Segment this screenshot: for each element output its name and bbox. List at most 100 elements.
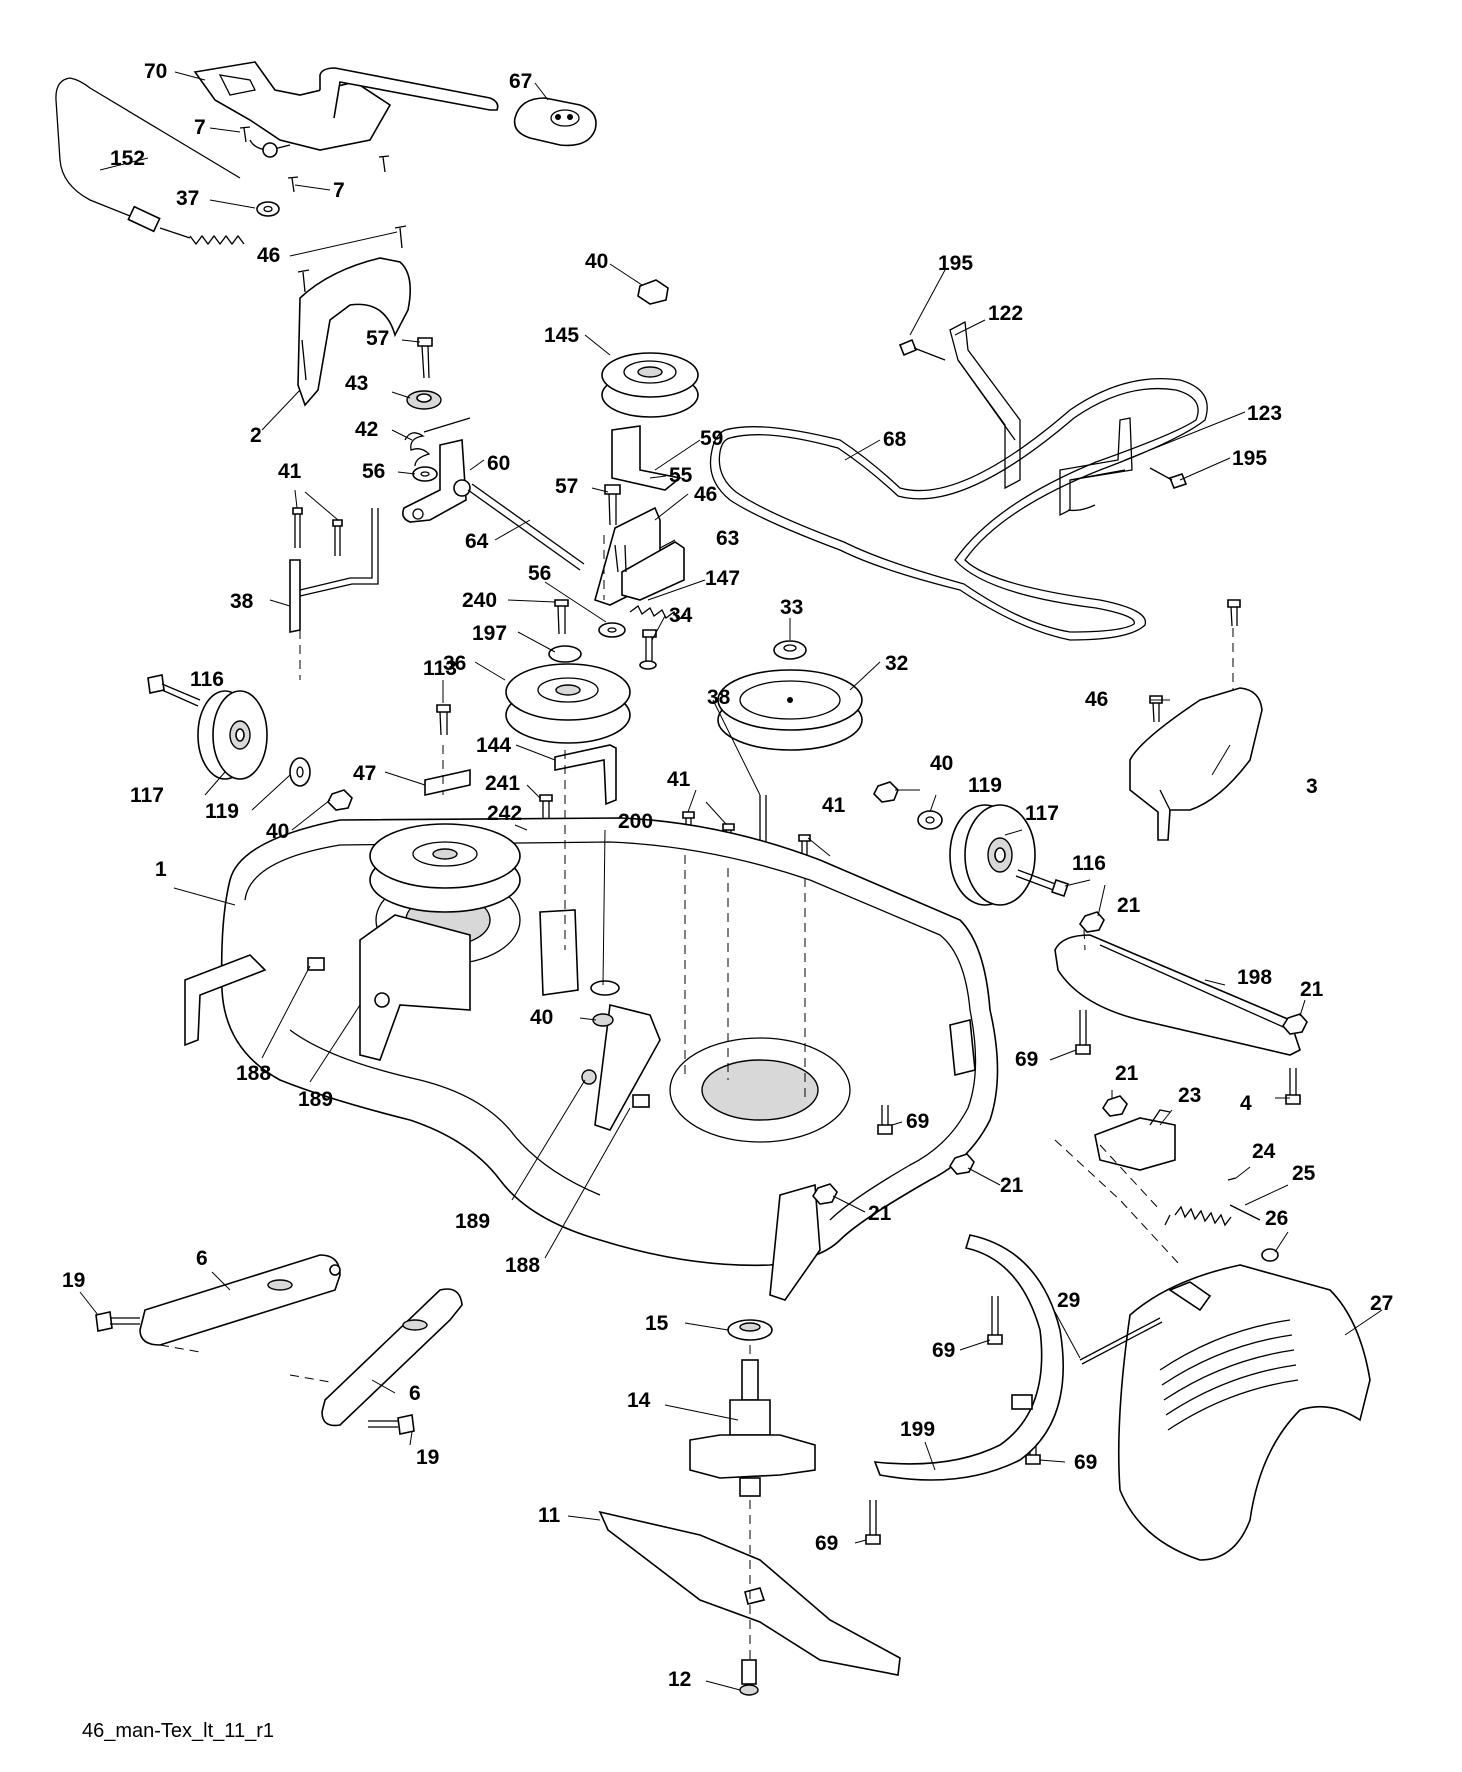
callout-3: 3 <box>1306 775 1318 798</box>
callout-69: 69 <box>932 1339 955 1362</box>
callout-59: 59 <box>700 427 723 450</box>
callout-19: 19 <box>416 1446 439 1469</box>
part-57-bolt-center <box>604 484 621 526</box>
part-70-lift-bracket <box>193 61 499 158</box>
callout-189: 189 <box>455 1210 490 1233</box>
figure-caption: 46_man-Tex_lt_11_r1 <box>82 1720 274 1742</box>
part-36-pulley <box>505 663 631 744</box>
part-197-washer <box>548 645 582 663</box>
callout-188: 188 <box>236 1062 271 1085</box>
part-23-bracket <box>1094 1109 1176 1171</box>
callout-37: 37 <box>176 187 199 210</box>
part-123-belt-guide <box>1059 417 1133 517</box>
callout-21: 21 <box>1300 978 1324 1001</box>
part-12-bolt <box>739 1659 759 1696</box>
part-152-cable <box>55 77 245 246</box>
part-27-discharge-chute <box>1117 1264 1371 1561</box>
callout-21: 21 <box>1117 894 1141 917</box>
callout-12: 12 <box>668 1668 691 1691</box>
callout-69: 69 <box>1074 1451 1097 1474</box>
callout-46: 46 <box>257 244 280 267</box>
part-145-idler-pulley <box>601 352 699 418</box>
part-24-pin <box>1227 1177 1237 1181</box>
callout-27: 27 <box>1370 1292 1393 1315</box>
part-7-screws <box>239 126 390 193</box>
callout-198: 198 <box>1237 966 1272 989</box>
callout-25: 25 <box>1292 1162 1316 1185</box>
part-67-knob <box>513 97 597 147</box>
part-198-baffle <box>1054 934 1301 1056</box>
part-2-belt-guard <box>297 257 411 407</box>
callout-199: 199 <box>900 1418 935 1441</box>
callout-21: 21 <box>868 1202 892 1225</box>
callout-11: 11 <box>538 1504 561 1527</box>
callout-117: 117 <box>1025 802 1059 825</box>
callout-14: 14 <box>627 1389 651 1412</box>
part-147-spring <box>629 605 687 621</box>
callout-15: 15 <box>645 1312 669 1335</box>
callout-6: 6 <box>196 1247 208 1270</box>
part-60-idler-arm <box>402 439 471 523</box>
callout-122: 122 <box>988 302 1023 325</box>
part-195-bolts <box>898 338 1188 489</box>
part-37-washer <box>256 201 280 217</box>
part-119-washer-left <box>289 757 311 787</box>
callout-34: 34 <box>669 604 693 627</box>
callout-57: 57 <box>555 475 578 498</box>
part-41-bolts-left <box>292 507 343 556</box>
callout-64: 64 <box>465 530 489 553</box>
part-3-belt-guard-right <box>1129 687 1263 841</box>
callout-1: 1 <box>155 858 167 881</box>
part-21-nuts <box>812 911 1308 1205</box>
part-56-washer <box>412 466 438 482</box>
part-26-washer <box>1261 1248 1279 1262</box>
callout-69: 69 <box>815 1532 838 1555</box>
part-122-belt-guide <box>949 320 1021 490</box>
callout-4: 4 <box>1240 1092 1252 1115</box>
callout-240: 240 <box>462 589 497 612</box>
part-14-spindle <box>689 1359 816 1497</box>
part-64-rod <box>467 483 585 571</box>
part-40-nut-top <box>637 279 669 305</box>
callout-46: 46 <box>1085 688 1108 711</box>
callout-23: 23 <box>1178 1084 1201 1107</box>
callout-7: 7 <box>194 116 206 139</box>
callout-56: 56 <box>362 460 385 483</box>
part-240-screw <box>554 599 569 635</box>
callout-7: 7 <box>333 179 345 202</box>
callout-116: 116 <box>190 668 224 691</box>
leader-lines <box>79 71 1383 1691</box>
callout-119: 119 <box>205 800 239 823</box>
callout-40: 40 <box>585 250 608 273</box>
part-59-bracket <box>611 425 682 491</box>
part-117-wheel-left <box>197 690 268 780</box>
callout-32: 32 <box>885 652 908 675</box>
callout-242: 242 <box>487 802 522 825</box>
callout-189: 189 <box>298 1088 333 1111</box>
callout-147: 147 <box>705 567 740 590</box>
callout-21: 21 <box>1000 1174 1024 1197</box>
callout-200: 200 <box>618 810 653 833</box>
part-40-nut-right <box>873 781 899 803</box>
part-15-bearing <box>727 1319 773 1341</box>
callout-41: 41 <box>667 768 691 791</box>
callout-36: 36 <box>443 652 466 675</box>
callout-26: 26 <box>1265 1207 1288 1230</box>
callout-60: 60 <box>487 452 510 475</box>
callout-41: 41 <box>278 460 302 483</box>
part-29-rod <box>1079 1317 1163 1365</box>
part-42-spring <box>404 417 471 467</box>
part-69-bolts <box>865 1010 1091 1545</box>
part-56-washer-center <box>598 622 626 638</box>
callout-69: 69 <box>906 1110 929 1133</box>
part-33-nut <box>773 640 807 660</box>
part-34-bolt <box>639 629 657 670</box>
callout-145: 145 <box>544 324 579 347</box>
part-241-screw <box>539 794 553 820</box>
callout-33: 33 <box>780 596 803 619</box>
callout-2: 2 <box>250 424 262 447</box>
callout-57: 57 <box>366 327 389 350</box>
callout-69: 69 <box>1015 1048 1038 1071</box>
callout-188: 188 <box>505 1254 540 1277</box>
